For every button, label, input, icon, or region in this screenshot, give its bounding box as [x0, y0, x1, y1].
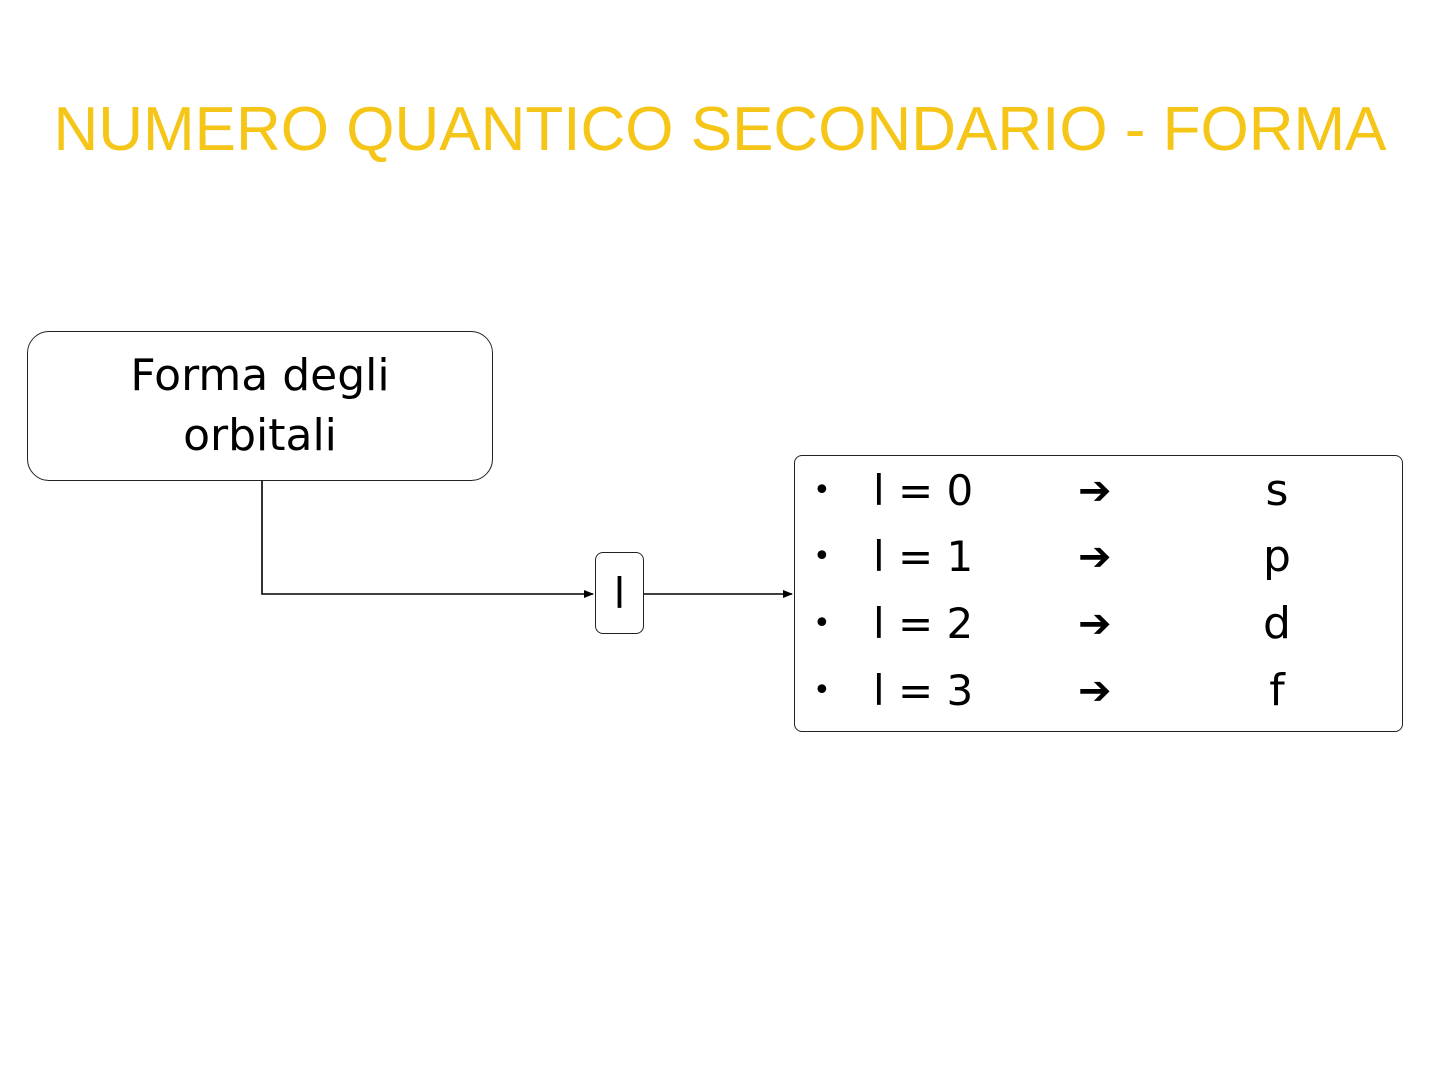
value-row: • l = 2 ➔ d — [795, 591, 1402, 657]
source-node-label: Forma degli orbitali — [130, 350, 390, 461]
bullet-icon: • — [813, 673, 831, 708]
quantum-number-value: l = 0 — [873, 466, 974, 515]
values-node: • l = 0 ➔ s • l = 1 ➔ p • l = 2 ➔ d • l … — [794, 455, 1403, 732]
symbol-node: l — [595, 552, 644, 634]
orbital-letter: s — [1265, 465, 1289, 516]
orbital-letter: p — [1263, 531, 1291, 582]
symbol-node-label: l — [613, 568, 626, 618]
value-row: • l = 3 ➔ f — [795, 658, 1402, 724]
quantum-number-value: l = 1 — [873, 532, 974, 581]
orbital-letter: f — [1269, 665, 1285, 716]
right-arrow-icon: ➔ — [1078, 534, 1112, 580]
right-arrow-icon: ➔ — [1078, 601, 1112, 647]
value-row: • l = 0 ➔ s — [795, 458, 1402, 524]
connector-source-to-symbol — [261, 481, 594, 598]
bullet-icon: • — [813, 606, 831, 641]
value-row: • l = 1 ➔ p — [795, 524, 1402, 590]
orbital-letter: d — [1263, 598, 1291, 649]
right-arrow-icon: ➔ — [1078, 468, 1112, 514]
quantum-number-value: l = 2 — [873, 599, 974, 648]
bullet-icon: • — [813, 539, 831, 574]
quantum-number-value: l = 3 — [873, 666, 974, 715]
slide-title: NUMERO QUANTICO SECONDARIO - FORMA — [53, 95, 1387, 164]
bullet-icon: • — [813, 473, 831, 508]
source-node: Forma degli orbitali — [27, 331, 493, 481]
right-arrow-icon: ➔ — [1078, 668, 1112, 714]
